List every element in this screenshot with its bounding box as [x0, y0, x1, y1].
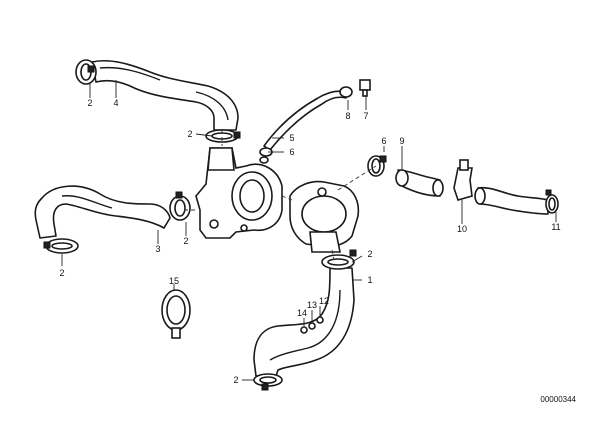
assembly-line-right [337, 165, 377, 191]
callout-2-left-right: 2 [183, 236, 188, 246]
callout-6-vent: 6 [289, 147, 294, 157]
hose-clamp-right-b [545, 189, 559, 214]
callout-2-lower-bottom: 2 [233, 375, 238, 385]
callout-14: 14 [297, 308, 307, 318]
small-fasteners [300, 316, 324, 334]
hose-clamp-lower-top [321, 249, 357, 270]
leader-lines [61, 80, 557, 381]
callout-11: 11 [551, 222, 560, 232]
vent-screw [359, 79, 371, 97]
callout-2-hose-upper-left: 2 [87, 98, 92, 108]
vent-hose [263, 90, 347, 151]
vent-hose-fitting [259, 147, 273, 164]
callout-10: 10 [457, 224, 467, 234]
assembly-line-lower [331, 249, 335, 261]
hose-clamp-lower-bottom [253, 373, 283, 391]
callout-1: 1 [367, 275, 372, 285]
hose-bracket [453, 159, 473, 201]
callout-12: 12 [319, 296, 329, 306]
callout-5: 5 [289, 133, 294, 143]
callout-2-thermostat-top: 2 [187, 129, 192, 139]
callout-15: 15 [169, 276, 179, 286]
drawing-number: 00000344 [540, 395, 576, 404]
hose-clamp-right-a [367, 155, 387, 177]
hose-clamp-left-right [169, 191, 191, 221]
hose-upper-left [91, 59, 239, 131]
callout-2-left-bottom: 2 [59, 268, 64, 278]
thermostat-housing [195, 147, 283, 239]
thermostat-gasket [161, 289, 191, 339]
hose-lower [253, 267, 355, 377]
hose-left [34, 185, 171, 239]
callout-3: 3 [155, 244, 160, 254]
thermostat-cover [281, 180, 360, 253]
hose-clamp-upper-left [75, 59, 97, 85]
callout-4: 4 [113, 98, 118, 108]
callout-7: 7 [363, 111, 368, 121]
callout-13: 13 [307, 300, 317, 310]
callout-6-right: 6 [381, 136, 386, 146]
hose-right-long [474, 186, 549, 215]
hose-clamp-left-bottom [43, 238, 79, 254]
callout-2-lower-top: 2 [367, 249, 372, 259]
hose-right-short [395, 169, 444, 197]
callout-8: 8 [345, 111, 350, 121]
callout-9: 9 [399, 136, 404, 146]
vent-clamp [339, 86, 353, 98]
